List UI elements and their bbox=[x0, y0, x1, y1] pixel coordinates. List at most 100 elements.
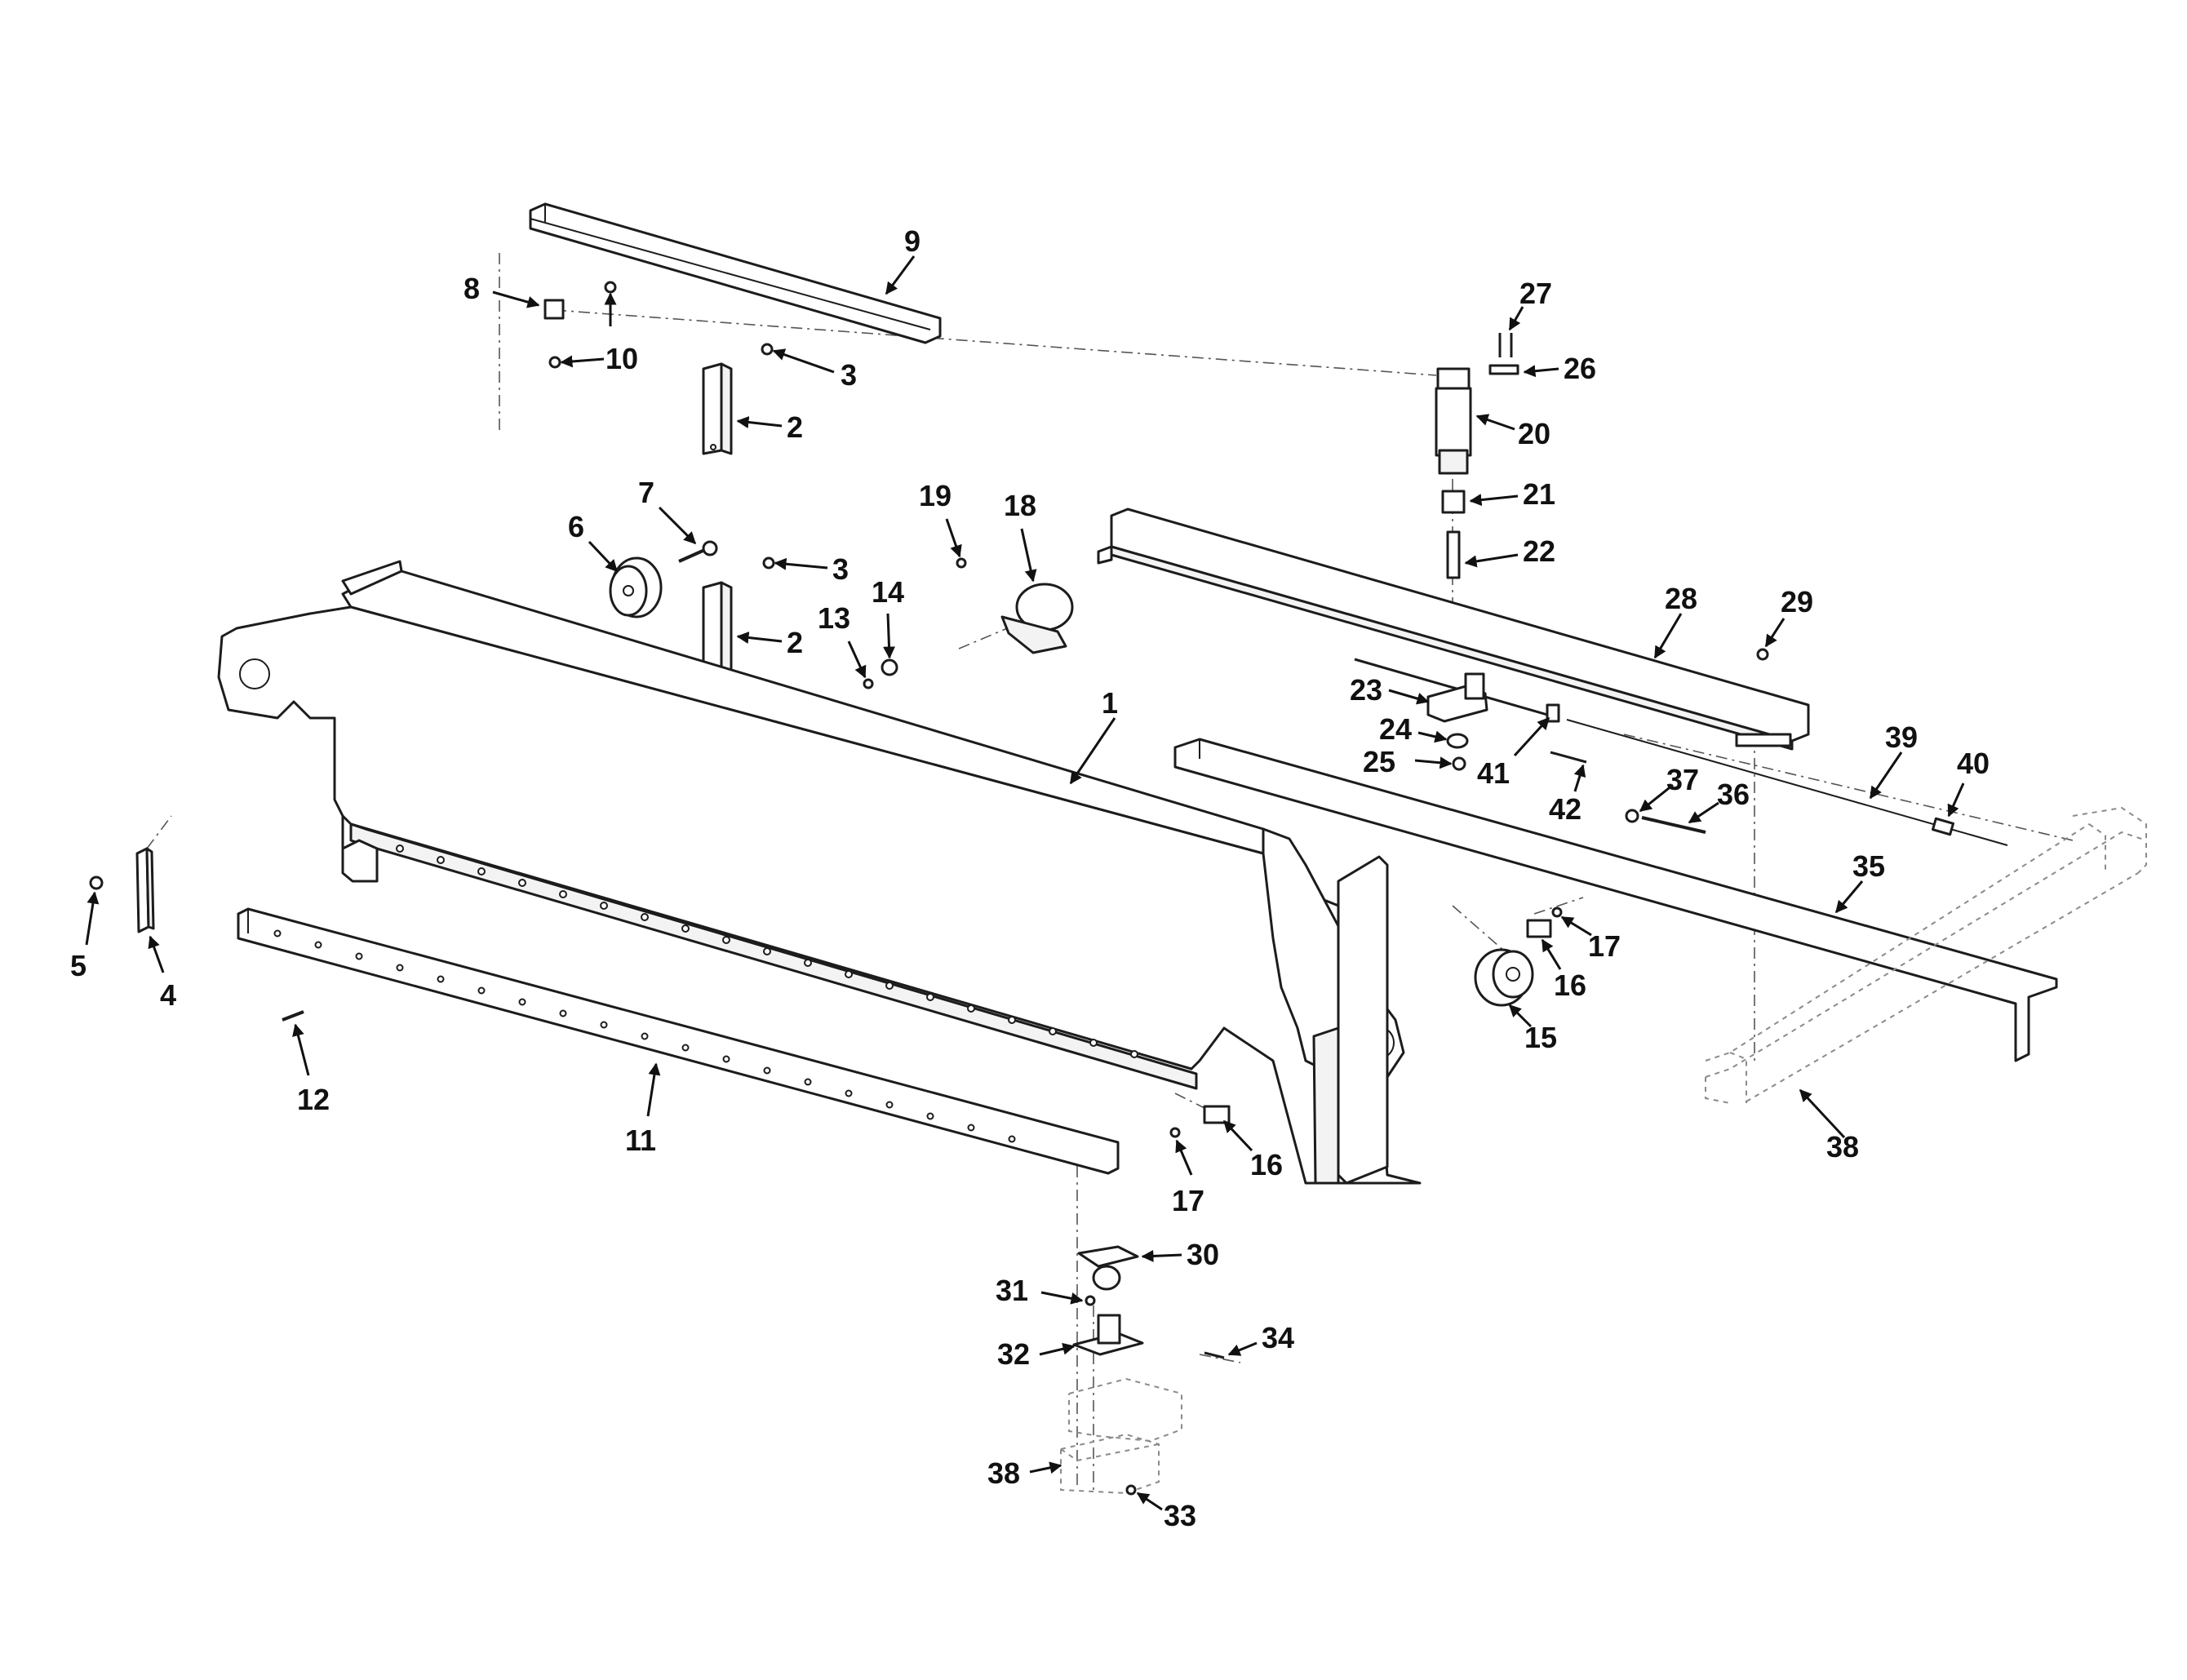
callout-26: 26 bbox=[1523, 352, 1596, 385]
label-42: 42 bbox=[1549, 792, 1581, 826]
label-36: 36 bbox=[1717, 778, 1750, 811]
part-38-base-block bbox=[1060, 1377, 1182, 1495]
callout-25: 25 bbox=[1363, 745, 1453, 778]
label-18: 18 bbox=[1004, 489, 1036, 522]
part-23-bracket bbox=[1354, 658, 1559, 723]
part-3-screws bbox=[761, 343, 775, 570]
label-28: 28 bbox=[1665, 582, 1697, 615]
label-33: 33 bbox=[1164, 1499, 1196, 1532]
callout-2-lower: 2 bbox=[736, 626, 803, 659]
callout-34: 34 bbox=[1227, 1321, 1294, 1356]
label-15: 15 bbox=[1524, 1021, 1557, 1054]
label-38-right: 38 bbox=[1826, 1130, 1859, 1164]
part-2-spacer-upper bbox=[702, 362, 733, 455]
callout-5: 5 bbox=[70, 891, 100, 982]
callout-7: 7 bbox=[638, 476, 697, 545]
part-35-channel bbox=[1173, 738, 2058, 1062]
callout-39: 39 bbox=[1869, 720, 1918, 800]
callout-18: 18 bbox=[1004, 489, 1037, 583]
callout-16-lower: 16 bbox=[1222, 1119, 1283, 1181]
label-16-lower: 16 bbox=[1250, 1148, 1283, 1181]
part-14-nut bbox=[881, 658, 898, 676]
callout-4: 4 bbox=[148, 935, 176, 1012]
part-12-pin bbox=[282, 1010, 304, 1022]
label-16-upper: 16 bbox=[1554, 969, 1586, 1002]
part-27-pin bbox=[1498, 333, 1513, 357]
callout-9: 9 bbox=[885, 224, 920, 295]
label-35: 35 bbox=[1852, 849, 1885, 883]
part-37-screw bbox=[1625, 809, 1639, 823]
callout-6: 6 bbox=[568, 510, 619, 573]
callout-10: 10 bbox=[560, 292, 638, 375]
label-25: 25 bbox=[1363, 745, 1395, 778]
callout-22: 22 bbox=[1464, 534, 1555, 568]
label-14: 14 bbox=[872, 575, 904, 609]
part-18-roller-bracket bbox=[1000, 583, 1074, 654]
callout-41: 41 bbox=[1477, 716, 1550, 790]
part-8-clip bbox=[543, 299, 565, 320]
label-27: 27 bbox=[1519, 277, 1552, 310]
part-20-cylinder bbox=[1435, 367, 1472, 475]
callout-15: 15 bbox=[1508, 1004, 1557, 1054]
part-40-ferrule bbox=[1931, 817, 1955, 836]
label-12: 12 bbox=[297, 1083, 330, 1116]
label-41: 41 bbox=[1477, 756, 1510, 790]
part-4-plate bbox=[135, 847, 155, 933]
part-6-pulley bbox=[609, 556, 663, 618]
label-2-lower: 2 bbox=[787, 626, 803, 659]
callout-16-upper: 16 bbox=[1541, 938, 1586, 1002]
part-25-nut bbox=[1452, 756, 1466, 771]
part-30-caster-plate bbox=[1077, 1245, 1139, 1291]
callout-33: 33 bbox=[1136, 1492, 1196, 1532]
callout-36: 36 bbox=[1688, 778, 1750, 824]
part-13-screw bbox=[863, 678, 874, 689]
label-9: 9 bbox=[904, 224, 920, 258]
callout-32: 32 bbox=[997, 1337, 1076, 1371]
callout-29: 29 bbox=[1764, 585, 1813, 648]
label-37: 37 bbox=[1666, 763, 1699, 796]
label-11: 11 bbox=[625, 1124, 656, 1157]
callout-27: 27 bbox=[1508, 277, 1552, 331]
label-24: 24 bbox=[1379, 712, 1412, 746]
label-2-upper: 2 bbox=[787, 410, 803, 444]
label-5: 5 bbox=[70, 949, 87, 982]
label-4: 4 bbox=[160, 978, 176, 1012]
label-20: 20 bbox=[1518, 417, 1550, 450]
callout-38-bottom: 38 bbox=[987, 1456, 1062, 1490]
label-38-bottom: 38 bbox=[987, 1456, 1020, 1490]
part-31-washer bbox=[1085, 1295, 1096, 1306]
callout-21: 21 bbox=[1469, 477, 1555, 511]
part-11-lower-rail bbox=[237, 907, 1120, 1175]
part-17-screw-upper bbox=[1551, 906, 1563, 918]
label-13: 13 bbox=[818, 601, 850, 635]
label-39: 39 bbox=[1885, 720, 1918, 754]
part-33-screw bbox=[1125, 1484, 1137, 1496]
part-32-mount bbox=[1072, 1314, 1144, 1356]
callout-11: 11 bbox=[625, 1062, 661, 1157]
callout-35: 35 bbox=[1834, 849, 1885, 914]
label-10: 10 bbox=[606, 342, 638, 375]
callout-40: 40 bbox=[1947, 747, 1990, 818]
part-17-screw-lower bbox=[1169, 1127, 1181, 1138]
callout-28: 28 bbox=[1653, 582, 1697, 659]
callout-14: 14 bbox=[872, 575, 904, 659]
part-2-spacer-lower bbox=[702, 581, 733, 674]
part-16-clip-lower bbox=[1203, 1105, 1231, 1124]
flange-holes bbox=[396, 844, 1138, 1058]
part-36-rod bbox=[1641, 816, 1706, 834]
part-9-top-rail bbox=[529, 202, 942, 344]
part-29-screw bbox=[1756, 648, 1769, 661]
label-3-upper: 3 bbox=[841, 358, 857, 392]
part-5-washer bbox=[89, 875, 104, 890]
part-19-screw bbox=[956, 557, 967, 569]
callout-20: 20 bbox=[1475, 414, 1550, 450]
callout-3-lower: 3 bbox=[774, 552, 849, 586]
label-19: 19 bbox=[919, 479, 952, 512]
label-6: 6 bbox=[568, 510, 584, 543]
callout-1: 1 bbox=[1069, 686, 1118, 785]
label-32: 32 bbox=[997, 1337, 1030, 1371]
part-42-pin bbox=[1550, 751, 1587, 764]
callout-17-upper: 17 bbox=[1560, 915, 1621, 963]
part-41-fitting bbox=[1546, 703, 1560, 723]
